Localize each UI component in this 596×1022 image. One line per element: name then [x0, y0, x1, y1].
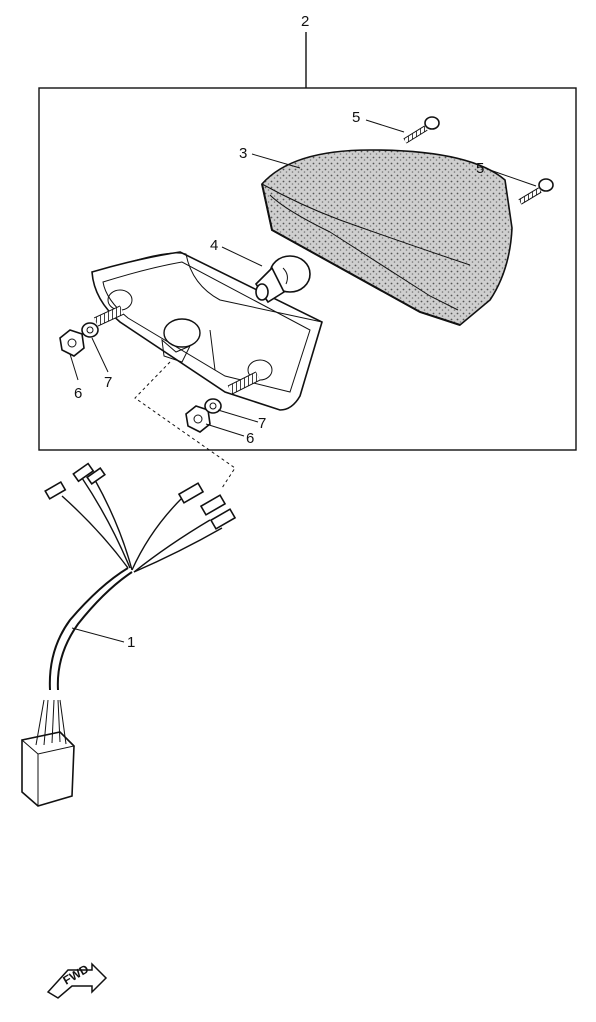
tail-bulb: [254, 255, 311, 304]
callout-6-left: 6: [74, 385, 82, 402]
fwd-arrow-icon: [46, 962, 108, 999]
callout-5-upper: 5: [352, 109, 360, 126]
washer-lower: [204, 398, 222, 414]
callout-2: 2: [301, 13, 309, 30]
housing-stud-right: [227, 371, 261, 395]
screw-right: [518, 178, 554, 205]
callout-7-lower: 7: [258, 415, 266, 432]
callout-6-lower: 6: [246, 430, 254, 447]
nut-left: [59, 329, 85, 357]
connection-dash-line: [134, 361, 236, 489]
leader-lines: [69, 119, 537, 643]
housing-stud-left: [93, 305, 125, 327]
assembly-frame: [38, 32, 577, 451]
callout-4: 4: [210, 237, 218, 254]
nut-lower: [185, 405, 211, 433]
callout-1: 1: [127, 634, 135, 651]
wiring-harness: [20, 462, 237, 807]
tail-lens-cover: [261, 149, 513, 326]
callout-3: 3: [239, 145, 247, 162]
screw-upper: [403, 116, 440, 144]
callout-7-left: 7: [104, 374, 112, 391]
lamp-housing: [91, 251, 323, 411]
washer-left: [81, 322, 99, 338]
callout-5-right: 5: [476, 160, 484, 177]
fwd-marker: FWD: [46, 962, 108, 999]
